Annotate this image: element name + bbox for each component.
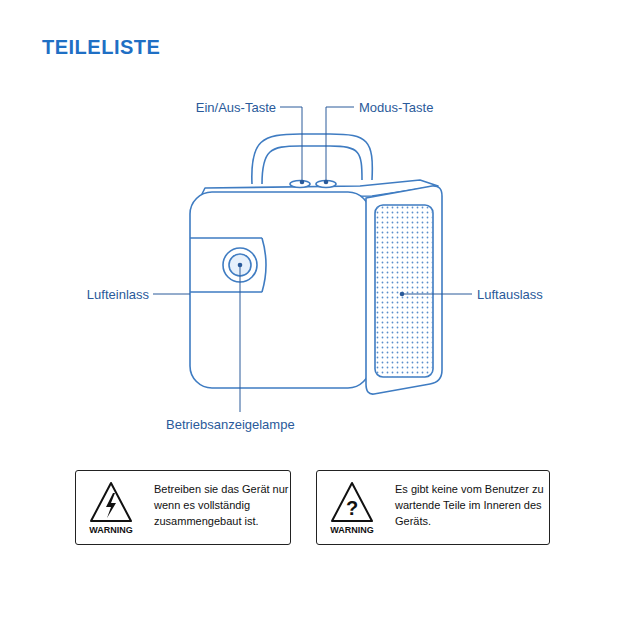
leader-line [280, 107, 302, 182]
grille-frame [375, 205, 433, 377]
warning-box: ? WARNING Es gibt keine vom Benutzer zu wa… [316, 470, 550, 545]
part-label: Luftauslass [476, 287, 544, 302]
handle [252, 134, 373, 184]
page-title: TEILELISTE [42, 36, 160, 59]
handle-inner [262, 146, 362, 184]
part-label: Ein/Aus-Taste [195, 100, 277, 115]
leader-line [153, 294, 190, 295]
part-label: Lufteinlass [86, 287, 150, 302]
lightning-symbol [106, 493, 116, 518]
warning-triangle [332, 483, 372, 521]
warning-symbol: ? [346, 497, 358, 520]
warning-box: WARNING Betreiben sie das Gerät nur wenn … [75, 470, 291, 545]
warning-triangle [91, 483, 131, 521]
outlet-face [366, 186, 442, 394]
grille-holes [375, 205, 433, 377]
warning-word: WARNING [330, 525, 374, 535]
leader-dot [324, 180, 329, 185]
part-label: Modus-Taste [358, 100, 434, 115]
power-button [290, 181, 310, 188]
part-label: Betriebsanzeigelampe [165, 417, 296, 432]
warning-text: Betreiben sie das Gerät nur wenn es voll… [154, 481, 294, 529]
inlet-band [190, 238, 266, 292]
leader-line [326, 107, 354, 182]
leader-line [240, 265, 241, 412]
leader-dot [400, 292, 405, 297]
leader-dot [238, 263, 243, 268]
warning-word: WARNING [89, 525, 133, 535]
warning-text: Es gibt keine vom Benutzer zu wartende T… [395, 481, 553, 529]
housing [190, 192, 370, 388]
leader-line [402, 294, 472, 295]
leader-dot [300, 180, 305, 185]
mode-button [316, 181, 336, 188]
